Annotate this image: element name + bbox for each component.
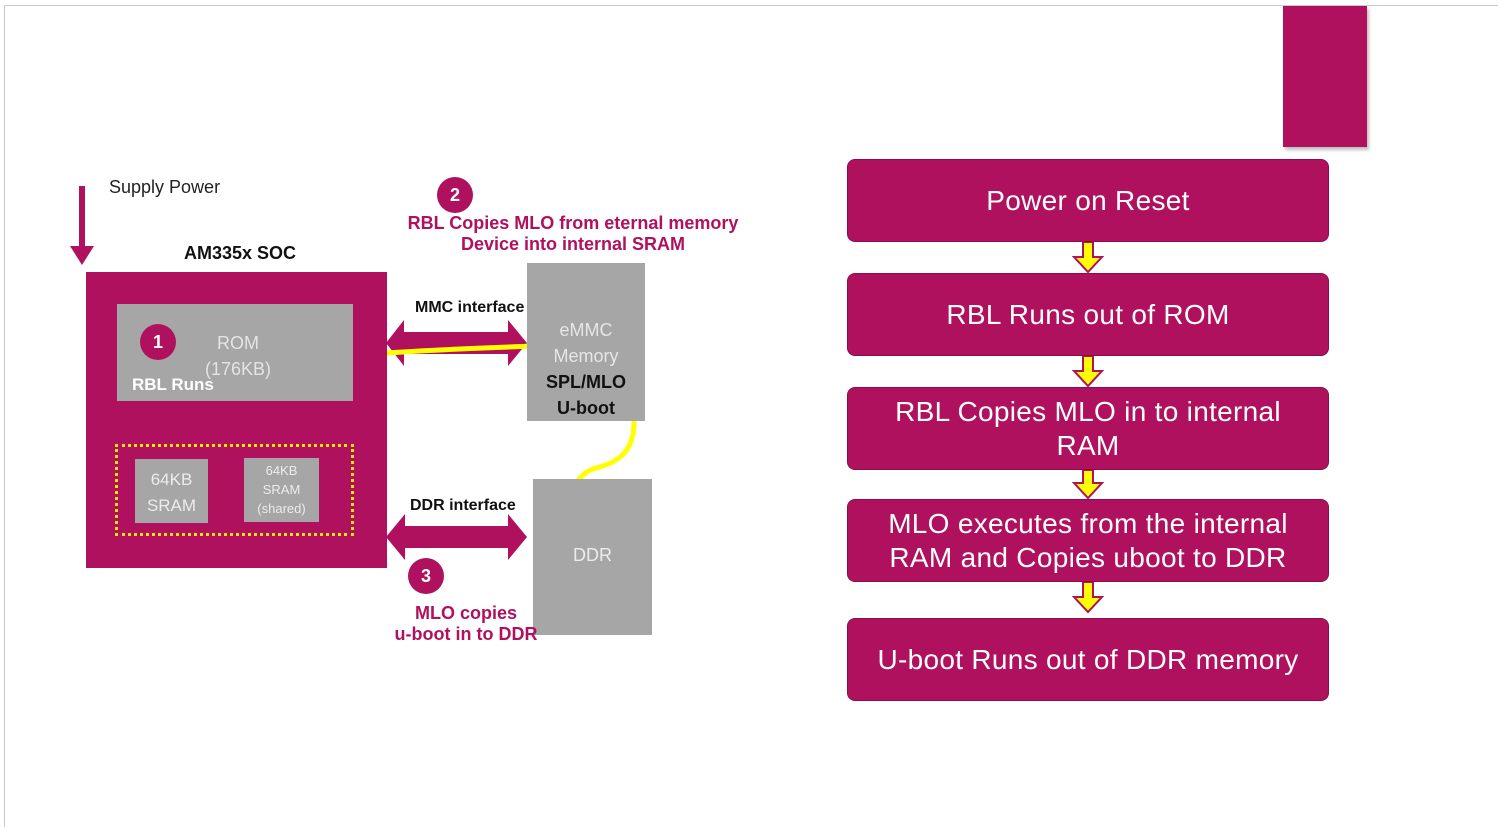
step3-line2: u-boot in to DDR bbox=[394, 624, 538, 644]
sram2-size: 64KB bbox=[265, 463, 298, 478]
ddr-interface-arrow bbox=[386, 514, 527, 560]
rom-label: ROM (176KB) bbox=[205, 330, 271, 382]
corner-tab-decoration bbox=[1283, 6, 1367, 147]
emmc-name: eMMC bbox=[559, 320, 613, 340]
sram2-type: SRAM bbox=[262, 482, 301, 497]
sram1-size: 64KB bbox=[150, 470, 193, 489]
emmc-block: eMMC Memory SPL/MLO U-boot bbox=[527, 263, 645, 421]
flow-step-rbl-copies: RBL Copies MLO in to internal RAM bbox=[847, 387, 1329, 470]
flow-arrows bbox=[1071, 241, 1105, 614]
step3-badge: 3 bbox=[408, 558, 444, 594]
internal-sram-outline bbox=[115, 444, 354, 536]
slide-frame bbox=[4, 5, 1498, 827]
rom-size: (176KB) bbox=[205, 359, 272, 379]
step2-description: RBL Copies MLO from eternal memory Devic… bbox=[407, 213, 739, 255]
mmc-interface-label: MMC interface bbox=[415, 299, 525, 316]
supply-power-arrow bbox=[70, 186, 94, 265]
rbl-runs-label: RBL Runs bbox=[132, 375, 214, 394]
step2-badge: 2 bbox=[437, 177, 473, 213]
rom-name: ROM bbox=[217, 333, 260, 353]
sram2-shared: (shared) bbox=[257, 501, 306, 516]
step2-line2: Device into internal SRAM bbox=[460, 234, 686, 254]
ddr-interface-label: DDR interface bbox=[410, 497, 516, 514]
mmc-interface-arrow bbox=[386, 320, 527, 366]
soc-title: AM335x SOC bbox=[184, 243, 297, 263]
flow-step-power-on-reset: Power on Reset bbox=[847, 159, 1329, 242]
step3-line1: MLO copies bbox=[414, 603, 517, 623]
sram-block-2: 64KB SRAM (shared) bbox=[244, 458, 319, 522]
step2-line1: RBL Copies MLO from eternal memory bbox=[407, 213, 739, 233]
supply-power-label: Supply Power bbox=[109, 177, 221, 197]
emmc-uboot: U-boot bbox=[557, 398, 615, 418]
step1-badge: 1 bbox=[140, 324, 176, 360]
emmc-memory: Memory bbox=[553, 346, 619, 366]
flow-step-rbl-runs: RBL Runs out of ROM bbox=[847, 273, 1329, 356]
sram-block-1: 64KB SRAM bbox=[135, 459, 208, 523]
ddr-block: DDR bbox=[533, 479, 652, 635]
emmc-spl-mlo: SPL/MLO bbox=[546, 372, 626, 392]
ddr-label: DDR bbox=[573, 545, 612, 565]
flow-step-uboot-runs: U-boot Runs out of DDR memory bbox=[847, 618, 1329, 701]
sram1-type: SRAM bbox=[146, 496, 197, 515]
flow-step-mlo-executes: MLO executes from the internal RAM and C… bbox=[847, 499, 1329, 582]
step3-description: MLO copies u-boot in to DDR bbox=[394, 603, 538, 645]
